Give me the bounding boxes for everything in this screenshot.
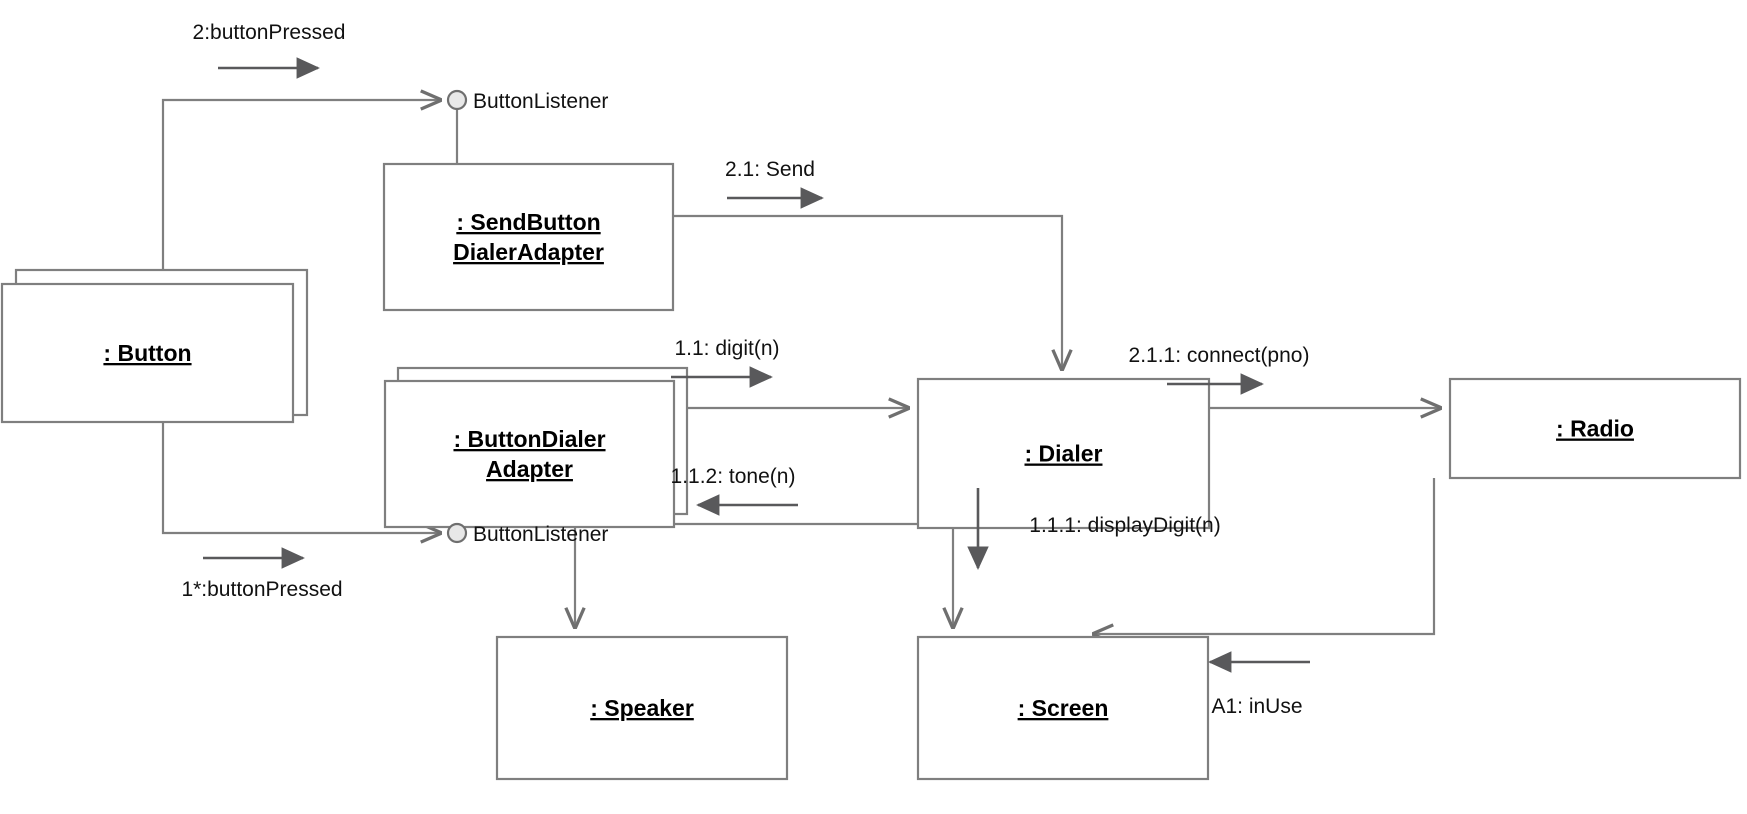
message-11-digit-label: 1.1: digit(n) <box>674 337 779 360</box>
object-buttondialeradapter[interactable]: : ButtonDialer Adapter <box>383 366 689 529</box>
message-111-displaydigit: 1.1.1: displayDigit(n) <box>967 488 1221 570</box>
link-button-to-buttonadapter <box>161 422 440 533</box>
object-button-front-layer <box>0 282 295 424</box>
message-21-send: 2.1: Send <box>725 158 824 209</box>
object-sendbuttondialeradapter-label-line2: DialerAdapter <box>453 239 604 265</box>
message-211-connect-label: 2.1.1: connect(pno) <box>1129 344 1310 367</box>
interface-buttonlistener-bottom[interactable]: ButtonListener <box>446 522 608 546</box>
link-button-to-sendadapter <box>161 100 440 283</box>
link-lines <box>161 100 1440 634</box>
message-21-send-label: 2.1: Send <box>725 158 815 181</box>
link-sendadapter-to-dialer <box>673 214 1062 369</box>
object-speaker-label: : Speaker <box>590 695 694 721</box>
object-dialer[interactable]: : Dialer <box>916 377 1211 530</box>
message-11-digit: 1.1: digit(n) <box>671 337 780 388</box>
object-radio[interactable]: : Radio <box>1448 377 1742 480</box>
message-112-tone: 1.1.2: tone(n) <box>671 465 798 516</box>
link-radio-to-screen <box>1094 478 1436 634</box>
object-screen[interactable]: : Screen <box>916 635 1210 781</box>
message-1star-buttonpressed: 1*:buttonPressed <box>181 547 343 601</box>
object-sendbuttondialeradapter-box <box>382 162 675 312</box>
object-sendbuttondialeradapter-label-line1: : SendButton <box>456 209 600 235</box>
lollipop-icon <box>446 522 468 544</box>
object-button-label: : Button <box>103 340 191 366</box>
message-112-tone-label: 1.1.2: tone(n) <box>671 465 796 488</box>
object-speaker[interactable]: : Speaker <box>495 635 789 781</box>
message-2-buttonpressed-label: 2:buttonPressed <box>193 21 346 44</box>
interface-buttonlistener-top-label: ButtonListener <box>473 90 608 113</box>
object-sendbuttondialeradapter[interactable]: : SendButton DialerAdapter <box>382 162 675 312</box>
object-speaker-box <box>495 635 789 781</box>
message-1star-buttonpressed-label: 1*:buttonPressed <box>181 578 342 601</box>
object-screen-label: : Screen <box>1018 695 1109 721</box>
message-2-buttonpressed: 2:buttonPressed <box>193 21 346 79</box>
object-buttondialeradapter-label-line2: Adapter <box>486 456 573 482</box>
message-a1-inuse-label: A1: inUse <box>1211 695 1302 718</box>
object-buttondialeradapter-front-layer <box>383 379 676 529</box>
object-button[interactable]: : Button <box>0 268 309 424</box>
message-111-displaydigit-label: 1.1.1: displayDigit(n) <box>1029 514 1220 537</box>
link-dialer-to-speaker <box>575 522 955 627</box>
interface-buttonlistener-top[interactable]: ButtonListener <box>446 89 608 113</box>
message-211-connect: 2.1.1: connect(pno) <box>1129 344 1310 395</box>
message-a1-inuse: A1: inUse <box>1208 651 1310 718</box>
object-radio-label: : Radio <box>1556 416 1634 442</box>
object-radio-box <box>1448 377 1742 480</box>
object-dialer-label: : Dialer <box>1025 441 1103 467</box>
interface-buttonlistener-bottom-label: ButtonListener <box>473 523 608 546</box>
object-screen-box <box>916 635 1210 781</box>
object-dialer-box <box>916 377 1211 530</box>
lollipop-icon <box>446 89 468 111</box>
object-buttondialeradapter-label-line1: : ButtonDialer <box>453 426 605 452</box>
